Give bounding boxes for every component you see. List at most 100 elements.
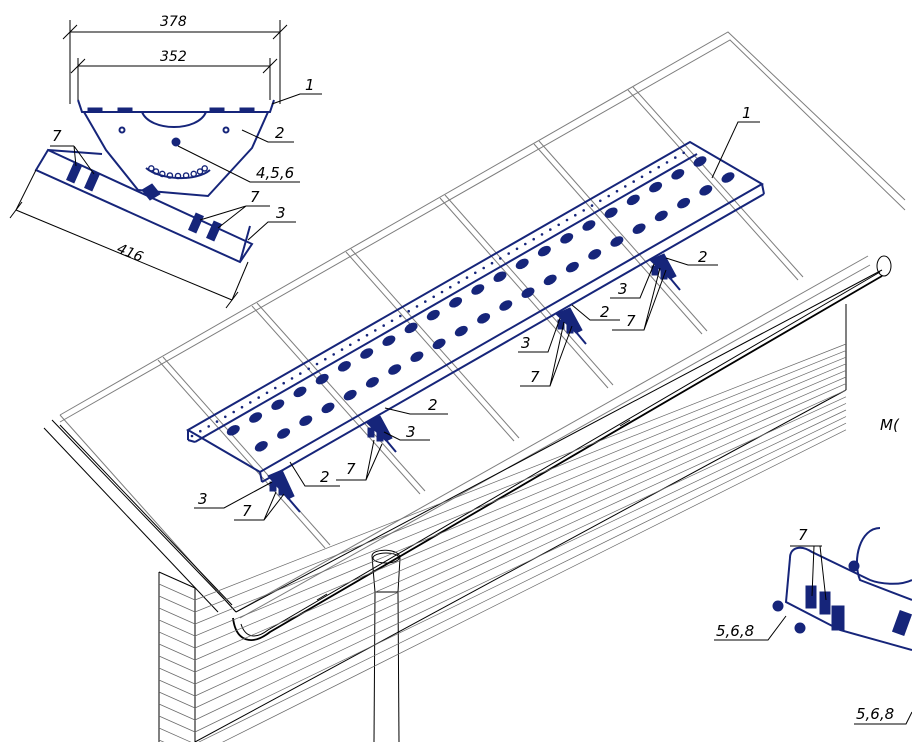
walkway-hole: [426, 309, 440, 321]
callout-b-3: 3: [406, 423, 416, 441]
callout-2: 2: [275, 124, 285, 142]
downpipe: [371, 549, 401, 742]
walkway-tooth: [324, 357, 327, 361]
walkway-tooth: [207, 425, 210, 428]
callout-d-3: 3: [618, 280, 628, 298]
walkway-hole: [454, 325, 468, 337]
walkway-tooth: [532, 237, 535, 241]
walkway-tooth: [599, 199, 602, 203]
callout-a-7: 7: [242, 502, 252, 520]
walkway-tooth: [474, 271, 477, 275]
bracket-hole: [147, 165, 155, 172]
callout-7-left: 7: [52, 127, 62, 145]
main-callouts: 1 2 3 7 2 3 7 2 3 7 2 3 7: [194, 104, 760, 521]
walkway-tooth: [299, 372, 302, 375]
callout-c-7: 7: [530, 368, 540, 386]
callout-a-2: 2: [320, 468, 330, 486]
callout-c-3: 3: [521, 334, 531, 352]
walkway-hole: [477, 313, 491, 324]
walkway-tooth: [590, 204, 594, 207]
walkway-tooth: [432, 295, 436, 299]
walkway-hole: [271, 399, 285, 410]
walkway-hole: [249, 412, 263, 423]
walkway-tooth: [224, 415, 227, 419]
walkway-tooth: [507, 252, 511, 255]
brick-course: [158, 583, 196, 601]
walkway-tooth: [407, 309, 411, 313]
walkway-tooth: [365, 333, 369, 337]
brick-course: [158, 655, 196, 673]
walkway-tooth: [199, 429, 202, 433]
walkway-tooth: [557, 223, 560, 227]
brick-course: [194, 356, 847, 625]
walkway-tooth: [565, 218, 569, 222]
brick-course: [194, 350, 847, 613]
walkway-hole: [693, 156, 707, 167]
brick-course: [158, 607, 196, 625]
walkway-tooth: [682, 151, 685, 155]
brick-course: [194, 396, 847, 697]
walkway-hole: [610, 236, 624, 247]
walkway-tooth: [674, 156, 677, 159]
roof-walkway: [186, 140, 765, 483]
walkway-holes: [226, 156, 735, 452]
walkway-tooth: [332, 353, 336, 356]
walkway-tooth: [649, 170, 652, 174]
walkway-hole: [654, 210, 668, 222]
brick-wall: [158, 304, 847, 742]
bracket-hole: [182, 172, 190, 179]
walkway-tooth: [190, 434, 194, 438]
walkway-tooth: [499, 257, 502, 260]
walkway-tooth: [340, 348, 344, 351]
walkway-hole: [449, 297, 463, 308]
dim-base: 416: [115, 241, 146, 266]
walkway-tooth: [424, 300, 427, 303]
callout-7-bottom: 7: [798, 526, 808, 544]
gable-edge: [43, 419, 237, 613]
brick-course: [158, 691, 196, 709]
walkway-tooth: [215, 420, 219, 423]
walkway-tooth: [482, 266, 486, 270]
brick-course: [222, 429, 847, 742]
walkway-tooth: [624, 185, 627, 188]
walkway-hole: [254, 441, 268, 452]
dim-outer: 378: [160, 14, 187, 30]
brick-course: [158, 631, 196, 649]
walkway-tooth: [657, 165, 660, 169]
walkway-tooth: [515, 247, 519, 251]
walkway-tooth: [257, 396, 261, 399]
walkway-tooth: [640, 175, 644, 179]
walkway-tooth: [399, 314, 402, 318]
walkway-hole: [588, 249, 602, 260]
brick-course: [158, 643, 196, 661]
walkway-hole: [560, 233, 574, 244]
support-b: [365, 415, 397, 453]
walkway-tooth: [382, 324, 386, 327]
brick-course: [194, 383, 847, 673]
walkway-hole: [537, 245, 551, 257]
walkway-tooth: [265, 391, 269, 395]
brick-course: [194, 363, 847, 637]
bracket-hole: [201, 165, 208, 172]
bracket-hole: [166, 172, 174, 179]
brick-course: [158, 595, 196, 613]
callout-bridge: 1: [742, 104, 752, 122]
walkway-hole: [382, 335, 396, 346]
walkway-hole: [626, 194, 640, 206]
brick-course: [158, 703, 196, 721]
walkway-hole: [321, 402, 335, 414]
callout-fastener-a: 5,6,8: [716, 622, 754, 640]
brick-course: [194, 403, 847, 709]
brick-course: [198, 422, 847, 742]
bracket-hole: [190, 170, 197, 178]
walkway-teeth: [190, 151, 685, 438]
brick-course: [194, 389, 847, 685]
side-label: М(: [880, 416, 900, 434]
bracket-hole: [152, 168, 160, 175]
walkway-hole: [632, 223, 646, 234]
callout-fastener-b: 5,6,8: [856, 705, 894, 723]
support-a: [267, 469, 301, 513]
callout-d-2: 2: [698, 248, 708, 266]
dim-inner: 352: [160, 49, 187, 65]
walkway-hole: [671, 169, 685, 180]
